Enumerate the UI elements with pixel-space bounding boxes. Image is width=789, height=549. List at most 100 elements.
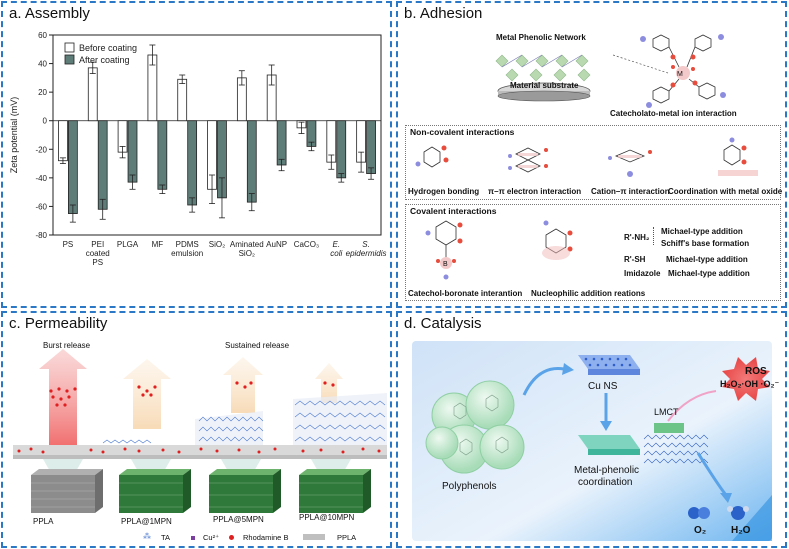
ros-species-label: H₂O₂·OH ·O₂⁻ — [720, 379, 780, 389]
y-tick-label-7: 60 — [38, 31, 47, 40]
covalent-box: Covalent interactions B Catechol-boronat… — [405, 204, 781, 301]
sample-label-3: PPLA@10MPN — [299, 513, 355, 522]
covalent-title: Covalent interactions — [410, 206, 497, 216]
sample-label-0: PPLA — [33, 517, 54, 526]
panel-permeability: c. Permeability Burst release Sustained … — [1, 311, 392, 548]
legend-ta-marker: ⁂ — [143, 532, 151, 541]
reaction-reagent-2: Imidazole — [624, 269, 661, 278]
bar-0-1 — [87, 67, 98, 122]
legend-label-0: Before coating — [79, 43, 137, 53]
x-tick-label-1-1: coated — [86, 249, 110, 258]
sample-label-1: PPLA@1MPN — [121, 517, 172, 526]
legend-rhodamine: Rhodamine B — [243, 533, 289, 542]
y-tick-label-2: -40 — [35, 174, 47, 183]
sustained-release-label: Sustained release — [225, 341, 290, 350]
panel-adhesion: b. Adhesion Metal Phenolic Network Mater… — [396, 1, 787, 308]
x-tick-label-10-0: S. — [362, 240, 370, 249]
plot-frame — [52, 34, 382, 236]
reaction-product-0-1: Schiff's base formation — [661, 239, 750, 248]
x-tick-label-4-1: emulsion — [171, 249, 203, 258]
substrate-label: Material substrate — [510, 81, 579, 90]
legend-ta: TA — [161, 533, 171, 542]
mpn-schematic — [495, 54, 591, 102]
catalysis-scene — [412, 341, 772, 541]
y-tick-label-4: 0 — [43, 117, 48, 126]
bar-1-0 — [68, 120, 78, 214]
legend-cu-marker — [191, 536, 195, 540]
bar-1-6 — [246, 120, 257, 203]
y-axis-label: Zeta potential (mV) — [9, 97, 19, 174]
h2o-label: H₂O — [731, 525, 751, 536]
legend-ppla-marker — [303, 534, 325, 540]
bar-1-4 — [187, 120, 198, 206]
mpn-label: Metal Phenolic Network — [496, 33, 586, 42]
x-tick-label-7-0: AuNP — [266, 240, 287, 249]
legend-ppla: PPLA — [337, 533, 357, 542]
legend-label-1: After coating — [79, 55, 130, 65]
x-tick-label-1-0: PEI — [91, 240, 104, 249]
reaction-reagent-0: R'-NH₂ — [624, 233, 650, 242]
bar-1-1 — [97, 120, 108, 210]
metal-phenolic-label-0: Metal-phenolic — [574, 465, 640, 476]
bar-1-7 — [276, 120, 287, 166]
noncovalent-item-2: Cation–π interaction — [591, 187, 670, 196]
bar-1-10 — [366, 120, 376, 174]
legend-rhodamine-marker — [229, 535, 234, 540]
x-tick-label-8-0: CaCO₃ — [294, 240, 319, 249]
bar-0-0 — [58, 120, 68, 162]
noncovalent-structures — [415, 137, 758, 177]
reaction-dots-0 — [653, 227, 662, 245]
x-tick-label-5-0: SiO₂ — [209, 240, 225, 249]
panel-catalysis: d. Catalysis — [396, 311, 787, 548]
covalent-item-0: Catechol-boronate interantion — [408, 289, 523, 298]
x-tick-label-1-2: PS — [92, 258, 103, 267]
noncovalent-item-1: π–π electron interaction — [488, 187, 582, 196]
polyphenols-label: Polyphenols — [442, 481, 497, 492]
legend-swatch-0 — [64, 42, 75, 53]
sample-label-2: PPLA@5MPN — [213, 515, 264, 524]
panel-title-permeability: c. Permeability — [9, 315, 108, 332]
x-tick-label-10-1: epidermidis — [346, 249, 387, 258]
x-tick-label-9-1: coli — [330, 249, 342, 258]
metal-phenolic-label-1: coordination — [578, 477, 633, 488]
ros-label: ROS — [745, 366, 767, 377]
burst-release-label: Burst release — [43, 341, 91, 350]
reaction-product-1-0: Michael-type addition — [666, 255, 748, 264]
catecholato-complex: M — [613, 34, 726, 108]
panel-title-catalysis: d. Catalysis — [404, 315, 482, 332]
noncovalent-item-0: Hydrogen bonding — [408, 187, 480, 196]
o2-label: O₂ — [694, 525, 707, 536]
svg-text:M: M — [677, 71, 683, 78]
y-tick-label-1: -60 — [35, 202, 47, 211]
bar-0-4 — [177, 78, 188, 122]
catecholato-label: Catecholato-metal ion interaction — [610, 109, 737, 118]
x-tick-label-6-1: SiO₂ — [239, 249, 255, 258]
lmct-label: LMCT — [654, 407, 679, 417]
bar-1-2 — [127, 120, 138, 183]
legend-swatch-1 — [64, 54, 75, 65]
covalent-item-1: Nucleophilic addition reations — [531, 289, 646, 298]
x-tick-label-3-0: MF — [152, 240, 164, 249]
x-tick-label-6-0: Aminated — [230, 240, 264, 249]
legend-cu: Cu²⁺ — [203, 533, 220, 542]
bar-1-3 — [157, 120, 168, 190]
y-tick-label-6: 40 — [38, 60, 47, 69]
bar-1-9 — [336, 120, 347, 179]
x-tick-label-2-0: PLGA — [117, 240, 139, 249]
noncovalent-box: Non-covalent interactions Hydrogen bondi… — [405, 125, 783, 200]
reaction-reagent-1: R'-SH — [624, 255, 646, 264]
x-tick-label-9-0: E. — [332, 240, 340, 249]
noncovalent-title: Non-covalent interactions — [410, 127, 515, 137]
panel-title-assembly: a. Assembly — [9, 5, 90, 22]
x-tick-label-0-0: PS — [63, 240, 74, 249]
y-tick-label-0: -80 — [35, 231, 47, 240]
permeability-scene — [13, 349, 387, 513]
reaction-product-0-0: Michael-type addition — [661, 227, 743, 236]
noncovalent-item-3: Coordination with metal oxide — [668, 187, 783, 196]
x-tick-label-4-0: PDMS — [176, 240, 199, 249]
cuns-label: Cu NS — [588, 381, 618, 392]
covalent-structures: B — [425, 220, 573, 280]
reaction-product-2-0: Michael-type addition — [668, 269, 750, 278]
